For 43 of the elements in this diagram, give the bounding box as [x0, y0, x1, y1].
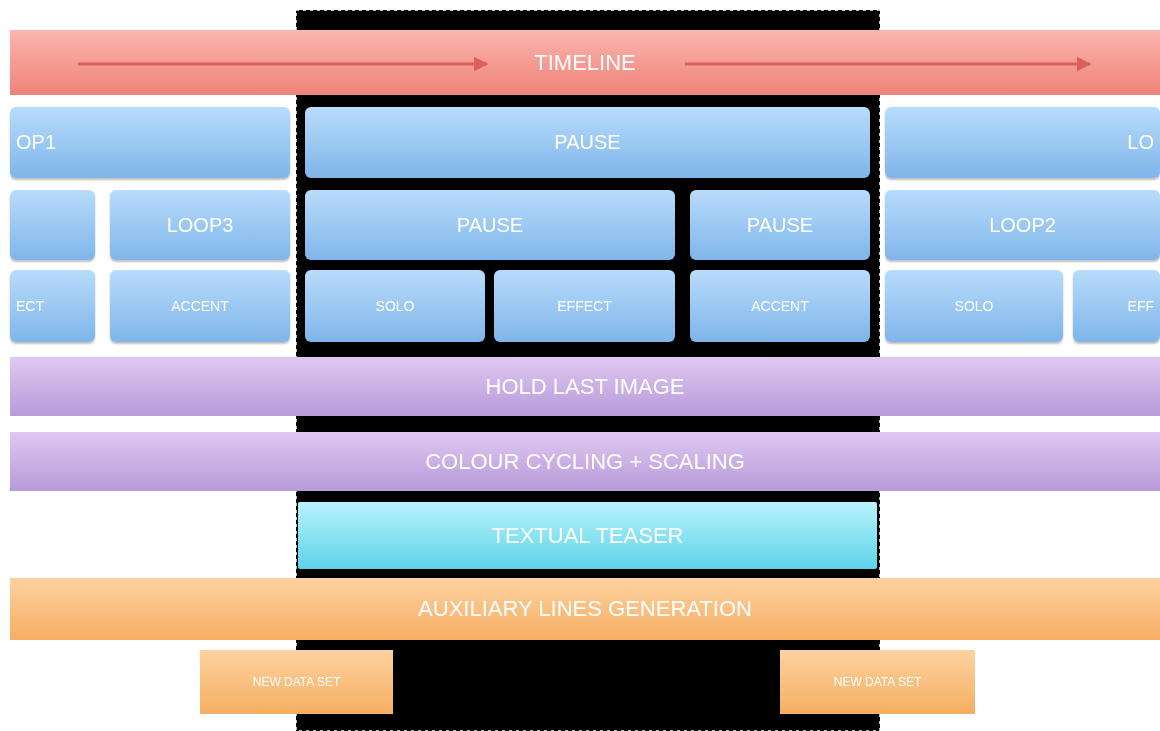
block-label: HOLD LAST IMAGE — [485, 373, 685, 400]
block-label: LO — [1127, 131, 1154, 154]
block — [10, 107, 290, 178]
teaser-block — [298, 502, 877, 569]
block — [305, 190, 675, 260]
block — [885, 270, 1063, 342]
block-label: NEW DATA SET — [833, 675, 922, 689]
block-label: NEW DATA SET — [252, 675, 341, 689]
block-label: LOOP3 — [166, 213, 234, 237]
empty-block — [10, 190, 95, 260]
block — [885, 190, 1160, 260]
block-label: SOLO — [954, 298, 994, 314]
block-label: PAUSE — [554, 131, 621, 154]
block-label: EFFECT — [557, 298, 612, 314]
block-label: LOOP2 — [989, 213, 1056, 237]
block — [885, 107, 1160, 178]
block — [110, 190, 290, 260]
block-label: AUXILIARY LINES GENERATION — [418, 596, 752, 622]
layer-band — [10, 432, 1160, 491]
block-label: ACCENT — [171, 298, 229, 314]
block — [110, 270, 290, 342]
timeline-band — [10, 30, 1160, 95]
block-label: PAUSE — [456, 213, 524, 237]
block — [494, 270, 675, 342]
block-label: COLOUR CYCLING + SCALING — [425, 448, 745, 475]
block-label: ECT — [16, 298, 44, 314]
block — [690, 270, 870, 342]
block — [305, 270, 485, 342]
block — [1073, 270, 1160, 342]
block-label: PAUSE — [746, 213, 814, 237]
generation-band — [10, 578, 1160, 640]
layer-band — [10, 357, 1160, 416]
block-label: TEXTUAL TEASER — [491, 522, 684, 549]
block-label: EFF — [1127, 298, 1154, 314]
block-label: ACCENT — [751, 298, 809, 314]
block-label: TIMELINE — [534, 49, 636, 76]
block-label: SOLO — [375, 298, 415, 314]
generation-band — [780, 650, 975, 714]
block-label: OP1 — [16, 131, 57, 154]
block — [690, 190, 870, 260]
block — [305, 107, 870, 178]
generation-band — [200, 650, 393, 714]
block — [10, 270, 95, 342]
